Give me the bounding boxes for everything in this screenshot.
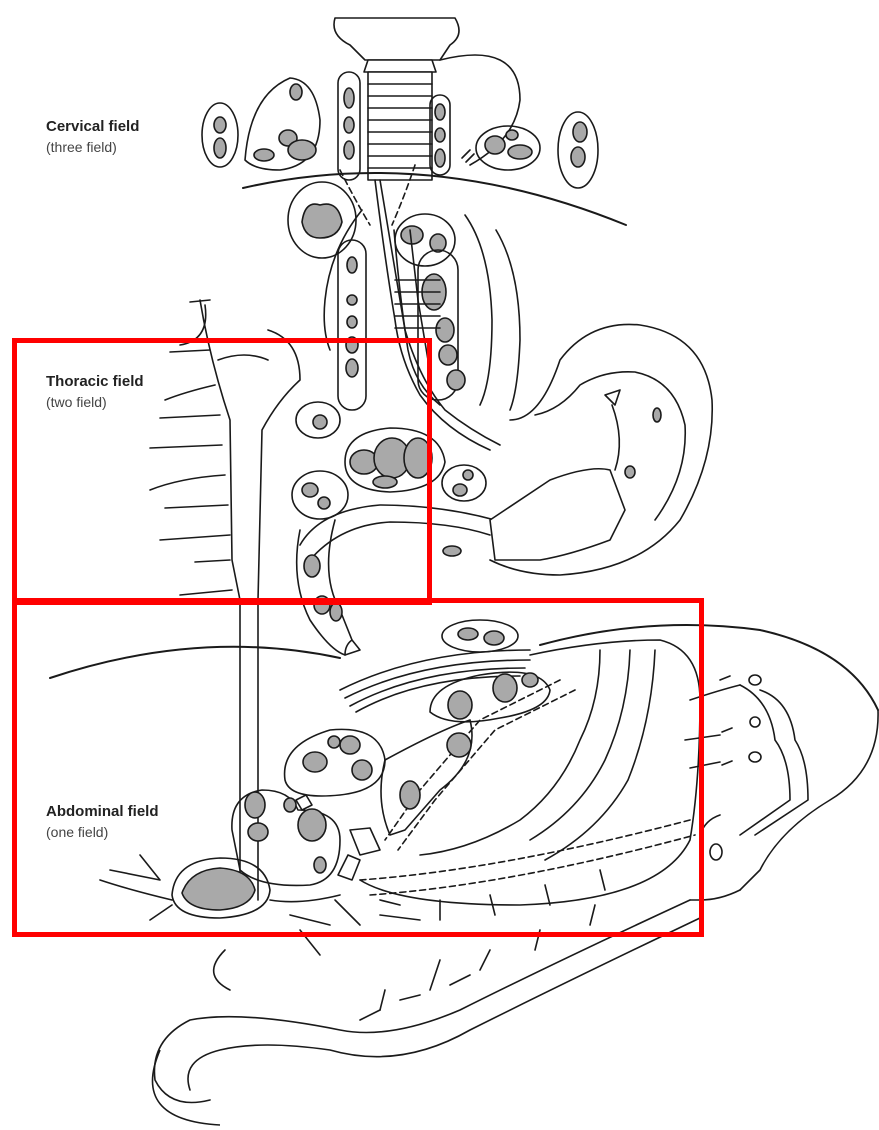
abdominal-field-label: Abdominal field (one field) [46, 802, 159, 842]
trachea [368, 72, 432, 180]
thoracic-field-title: Thoracic field [46, 372, 144, 392]
upper-mediastinal-nodes [288, 182, 455, 266]
cervical-boundary-line [243, 173, 626, 225]
abdominal-field-title: Abdominal field [46, 802, 159, 822]
cervical-field-title: Cervical field [46, 117, 139, 137]
outer-body-contour [153, 1050, 221, 1125]
thyroid-lobe [440, 55, 520, 165]
larynx-cartilage [334, 18, 459, 72]
gastric-conduit-upper [490, 324, 712, 575]
abdominal-field-box [12, 598, 704, 937]
thoracic-field-subtitle: (two field) [46, 392, 144, 412]
cervical-field-label: Cervical field (three field) [46, 117, 139, 157]
abdominal-field-subtitle: (one field) [46, 822, 159, 842]
thoracic-field-label: Thoracic field (two field) [46, 372, 144, 412]
cervical-field-subtitle: (three field) [46, 137, 139, 157]
